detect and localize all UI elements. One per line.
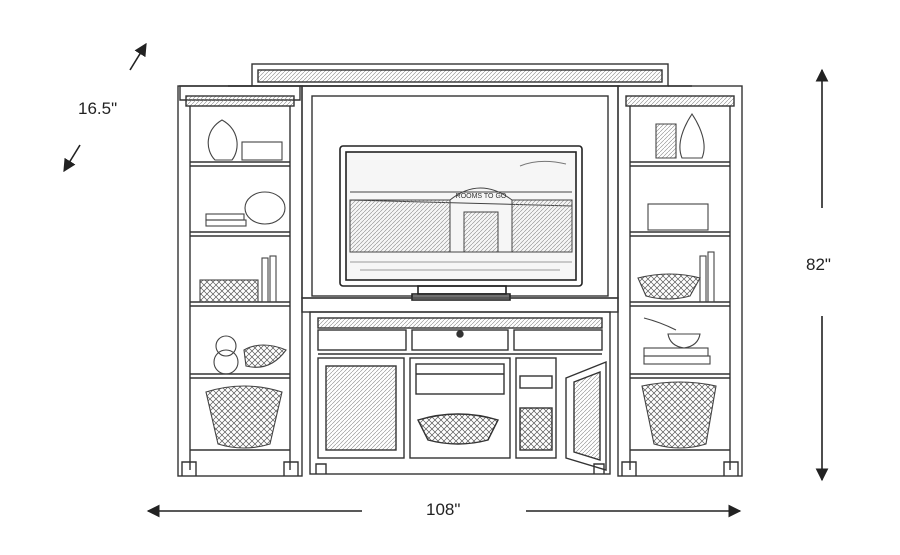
- width-dimension-label: 108": [426, 500, 461, 519]
- right-pier-decor: [637, 113, 717, 449]
- bridge-top: [179, 63, 692, 101]
- tv-store-sign: ROOMS TO GO: [456, 193, 507, 200]
- left-pier-decor: [199, 119, 287, 449]
- tv-screen-image: [349, 160, 573, 271]
- height-dimension-label: 82": [806, 255, 831, 274]
- tv-console: [301, 297, 619, 475]
- depth-arrow: [63, 42, 147, 173]
- depth-dimension-label: 16.5": [78, 99, 118, 118]
